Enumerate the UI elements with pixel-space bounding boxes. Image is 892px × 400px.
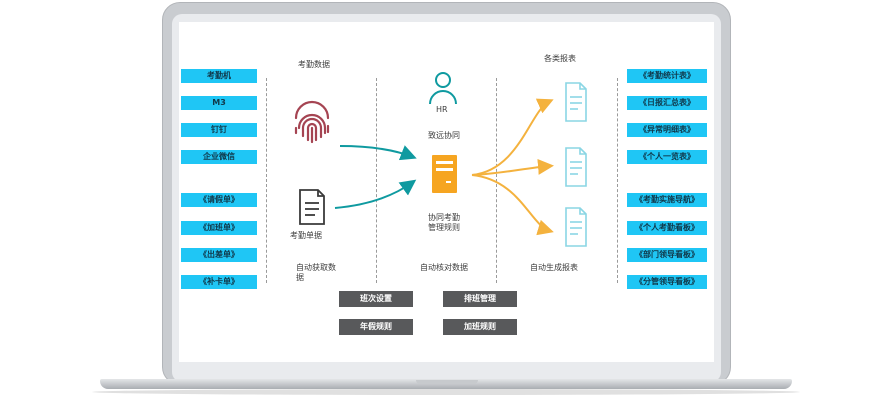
label-collab: 致远协同 <box>428 131 460 140</box>
shift-settings-button[interactable]: 班次设置 <box>339 291 413 307</box>
form-tag-business-trip: 《出差单》 <box>181 248 257 262</box>
source-tag-wecom: 企业微信 <box>181 150 257 164</box>
laptop-shadow <box>92 389 800 395</box>
label-rules-line1: 协同考勤 <box>428 213 460 222</box>
label-attendance-data: 考勤数据 <box>298 60 330 69</box>
separator-1 <box>266 78 267 283</box>
report-tag-exception-detail: 《异常明细表》 <box>627 123 707 137</box>
separator-3 <box>496 78 497 283</box>
server-icon <box>432 155 457 193</box>
form-tag-leave: 《请假单》 <box>181 193 257 207</box>
label-auto-check: 自动核对数据 <box>420 263 468 272</box>
fingerprint-icon <box>294 100 330 144</box>
arrow-to-report-1 <box>471 98 554 176</box>
source-tag-attendance-machine: 考勤机 <box>181 69 257 83</box>
arrow-to-report-3 <box>471 174 554 236</box>
laptop-base-notch <box>416 380 478 384</box>
source-tag-dingtalk: 钉钉 <box>181 123 257 137</box>
form-tag-overtime: 《加班单》 <box>181 221 257 235</box>
scheduling-button[interactable]: 排班管理 <box>443 291 517 307</box>
arrow-to-report-2 <box>471 158 554 176</box>
label-auto-generate: 自动生成报表 <box>530 263 578 272</box>
separator-4 <box>617 78 618 283</box>
annual-leave-rules-button[interactable]: 年假规则 <box>339 319 413 335</box>
label-auto-fetch-line1: 自动获取数 <box>296 263 336 272</box>
report-tag-daily-summary: 《日报汇总表》 <box>627 96 707 110</box>
document-icon <box>299 189 325 225</box>
source-tag-m3: M3 <box>181 96 257 110</box>
arrow-attendance-to-server <box>339 145 417 161</box>
report-doc-icon-2 <box>565 147 587 187</box>
report-doc-icon-3 <box>565 207 587 247</box>
dashboard-tag-implementation-nav: 《考勤实施导航》 <box>627 193 707 207</box>
label-report-types: 各类报表 <box>544 54 576 63</box>
label-rules-line2: 管理规则 <box>428 223 460 232</box>
report-tag-personal-overview: 《个人一览表》 <box>627 150 707 164</box>
overtime-rules-button[interactable]: 加班规则 <box>443 319 517 335</box>
report-doc-icon-1 <box>565 82 587 122</box>
label-auto-fetch-line2: 据 <box>296 273 304 282</box>
dashboard-tag-department-leader: 《部门领导看板》 <box>627 248 707 262</box>
label-hr: HR <box>436 105 448 114</box>
arrow-docs-to-server <box>334 179 417 209</box>
separator-2 <box>376 78 377 283</box>
form-tag-makeup-punch: 《补卡单》 <box>181 275 257 289</box>
dashboard-tag-division-leader: 《分管领导看板》 <box>627 275 707 289</box>
report-tag-attendance-stats: 《考勤统计表》 <box>627 69 707 83</box>
laptop-base <box>100 379 792 389</box>
label-attendance-docs: 考勤单据 <box>290 231 322 240</box>
dashboard-tag-personal: 《个人考勤看板》 <box>627 221 707 235</box>
hr-person-icon <box>429 72 457 105</box>
